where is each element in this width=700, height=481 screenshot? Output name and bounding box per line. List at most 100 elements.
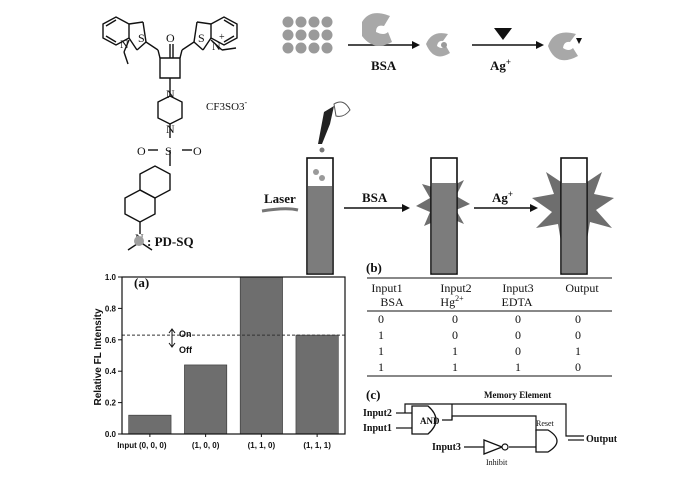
output-label: Output bbox=[586, 434, 618, 445]
y-axis-title: Relative FL Intensity bbox=[93, 308, 104, 406]
pd-sq-legend-dot bbox=[134, 236, 144, 246]
oxygen-label-sulfonyl-left: O bbox=[137, 144, 146, 158]
pd-sq-legend-label: : PD-SQ bbox=[147, 234, 194, 249]
header-input2: Input2 bbox=[440, 281, 471, 295]
bound-dye-dot bbox=[441, 42, 447, 48]
x-tick-label: Input (0, 0, 0) bbox=[117, 441, 167, 450]
inhibit-bubble bbox=[501, 443, 509, 451]
panel-c-label: (c) bbox=[366, 387, 380, 402]
bsa-dye-complex-icon bbox=[426, 33, 450, 57]
off-label: Off bbox=[179, 345, 193, 355]
table-cell: 1 bbox=[378, 360, 384, 374]
input2-label: Input2 bbox=[363, 408, 392, 419]
nitrogen-label-piperazine-bottom: N bbox=[166, 122, 175, 136]
table-cell: 0 bbox=[575, 312, 581, 326]
cuvette-1-dye-dot bbox=[313, 169, 319, 175]
subheader-bsa: BSA bbox=[380, 295, 404, 309]
nitrogen-label-piperazine-top: N bbox=[166, 87, 175, 101]
bsa-label-top: BSA bbox=[371, 58, 397, 73]
table-cell: 1 bbox=[452, 344, 458, 358]
x-tick-label: (1, 0, 0) bbox=[192, 441, 220, 450]
bsa-label-bottom: BSA bbox=[362, 190, 388, 205]
table-cell: 0 bbox=[378, 312, 384, 326]
charge-plus-label: + bbox=[219, 32, 225, 43]
silver-ion-triangle bbox=[494, 28, 512, 40]
table-cell: 1 bbox=[515, 360, 521, 374]
header-output: Output bbox=[565, 281, 599, 295]
y-tick-label: 0.8 bbox=[105, 304, 117, 313]
y-tick-label: 0.6 bbox=[105, 336, 117, 345]
y-tick-label: 0.0 bbox=[105, 430, 117, 439]
arrowhead bbox=[412, 41, 420, 49]
laser-beam bbox=[261, 207, 299, 213]
inhibit-buffer bbox=[483, 439, 504, 455]
input3-label: Input3 bbox=[432, 442, 461, 453]
bsa-protein-icon bbox=[362, 13, 392, 46]
bar bbox=[295, 334, 339, 435]
pipette-icon bbox=[318, 101, 351, 153]
arrowhead bbox=[536, 41, 544, 49]
y-tick-label: 1.0 bbox=[105, 273, 117, 282]
oxygen-label-sulfonyl-right: O bbox=[193, 144, 202, 158]
nitrogen-label-right: N bbox=[212, 39, 221, 53]
header-input1: Input1 bbox=[371, 281, 402, 295]
ag-label-bottom: Ag+ bbox=[492, 189, 513, 205]
bar bbox=[128, 414, 172, 435]
y-tick-label: 0.4 bbox=[105, 367, 117, 376]
output-and-gate bbox=[535, 429, 558, 453]
counterion-label: CF3SO3- bbox=[206, 98, 248, 113]
subheader-hg: Hg2+ bbox=[440, 294, 464, 309]
table-cell: 1 bbox=[378, 344, 384, 358]
table-cell: 0 bbox=[575, 360, 581, 374]
cuvette-2-solution bbox=[432, 183, 456, 273]
truth-table-panel-b: (b) Input1 Input2 Input3 Output BSA Hg2+… bbox=[366, 260, 612, 377]
on-label: On bbox=[179, 329, 192, 339]
inhibit-label: Inhibit bbox=[486, 458, 508, 467]
arrowhead bbox=[402, 204, 410, 212]
pd-sq-structure bbox=[102, 16, 238, 251]
cuvette-1-solution bbox=[308, 186, 332, 273]
header-input3: Input3 bbox=[502, 281, 533, 295]
table-cell: 0 bbox=[515, 312, 521, 326]
subheader-edta: EDTA bbox=[501, 295, 532, 309]
laser-label: Laser bbox=[264, 191, 296, 206]
sulfur-label-right: S bbox=[198, 31, 205, 45]
memory-element-label: Memory Element bbox=[484, 390, 551, 400]
oxygen-label: O bbox=[166, 31, 175, 45]
panel-b-label: (b) bbox=[366, 260, 382, 275]
table-cell: 1 bbox=[575, 344, 581, 358]
cuvette-1-dye-dot bbox=[319, 175, 325, 181]
bar bbox=[239, 276, 283, 435]
nitrogen-label-left: N bbox=[120, 37, 129, 51]
circuit-wires bbox=[396, 403, 584, 448]
table-cell: 1 bbox=[378, 328, 384, 342]
table-cell: 0 bbox=[452, 312, 458, 326]
table-cell: 0 bbox=[452, 328, 458, 342]
dye-aggregate bbox=[282, 16, 333, 54]
y-tick-label: 0.2 bbox=[105, 399, 117, 408]
table-cell: 0 bbox=[575, 328, 581, 342]
and-gate bbox=[411, 405, 437, 435]
arrowhead bbox=[530, 204, 538, 212]
logic-circuit-panel-c: (c) Memory Element AND Reset Input2 Inpu… bbox=[363, 387, 618, 467]
chart-panel-a: (a) Relative FL Intensity 0.0 0.2 0.4 0.6 0.… bbox=[93, 273, 346, 450]
table-cell: 0 bbox=[515, 328, 521, 342]
table-cell: 0 bbox=[515, 344, 521, 358]
table-cell: 1 bbox=[452, 360, 458, 374]
final-complex-icon bbox=[548, 32, 578, 61]
panel-a-label: (a) bbox=[134, 275, 149, 290]
on-off-indicator bbox=[168, 328, 176, 348]
cuvette-3-solution bbox=[562, 183, 586, 273]
sulfur-label-left: S bbox=[138, 31, 145, 45]
plot-frame bbox=[121, 276, 346, 435]
x-tick-label: (1, 1, 0) bbox=[248, 441, 276, 450]
input1-label: Input1 bbox=[363, 423, 392, 434]
bound-silver-triangle bbox=[576, 38, 582, 44]
bar bbox=[184, 364, 228, 435]
reset-label: Reset bbox=[536, 419, 555, 428]
sulfur-label-sulfonyl: S bbox=[165, 144, 172, 158]
x-tick-label: (1, 1, 1) bbox=[303, 441, 331, 450]
ag-label-top: Ag+ bbox=[490, 57, 511, 73]
and-gate-label: AND bbox=[420, 416, 440, 426]
